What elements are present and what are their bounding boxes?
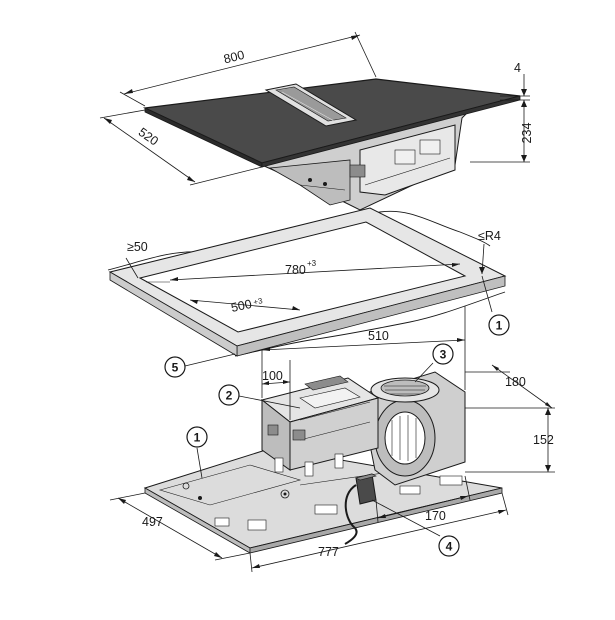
- callout-1-board-label: 1: [194, 431, 201, 445]
- dim-497-label: 497: [142, 515, 163, 529]
- dim-510: 510: [261, 306, 466, 398]
- callout-1-frame-label: 1: [496, 319, 503, 333]
- dim-800: 800: [119, 31, 377, 107]
- callout-2-label: 2: [226, 389, 233, 403]
- dim-234-label: 234: [520, 123, 534, 144]
- callout-1-board: 1: [186, 426, 208, 479]
- dim-777: 777: [249, 492, 509, 573]
- dim-780-tol-label: +3: [307, 259, 317, 268]
- dim-777-label: 777: [318, 545, 339, 559]
- dim-radius-label: ≤R4: [478, 229, 501, 243]
- dim-height: 4 234: [470, 61, 534, 163]
- dim-180: 180: [465, 364, 553, 409]
- dim-500-label: 500: [230, 297, 253, 315]
- lower-unit: 510 100 180 152: [109, 306, 555, 573]
- dim-min-edge-label: ≥50: [127, 240, 148, 254]
- control-box: [344, 473, 377, 545]
- callout-5: 5: [164, 353, 236, 378]
- callout-4: 4: [371, 499, 460, 557]
- dim-152-label: 152: [533, 433, 554, 447]
- vent-slot: [264, 83, 358, 127]
- dim-800-label: 800: [222, 48, 246, 67]
- dim-4-label: 4: [514, 61, 521, 75]
- dim-520-label: 520: [136, 125, 161, 148]
- callout-1-frame: 1: [481, 275, 510, 336]
- dim-152: 152: [465, 407, 555, 473]
- callout-5-label: 5: [172, 361, 179, 375]
- callout-3-label: 3: [440, 348, 447, 362]
- motor-block: [260, 375, 380, 477]
- top-unit: 800 520 4 234: [99, 31, 534, 211]
- callout-4-label: 4: [446, 540, 453, 554]
- fan-housing: [359, 371, 466, 486]
- dim-170-label: 170: [425, 509, 446, 523]
- dim-170: 170: [375, 475, 471, 523]
- dim-100: 100: [261, 360, 291, 420]
- cutout-frame: 780 +3 500 +3 ≥50 ≤R4: [107, 207, 507, 357]
- dim-780-label: 780: [285, 263, 306, 277]
- dim-500-tol-label: +3: [253, 296, 264, 307]
- callout-3: 3: [414, 343, 454, 383]
- hob-body: [260, 109, 472, 211]
- dim-180-label: 180: [505, 375, 526, 389]
- dim-100-label: 100: [262, 369, 283, 383]
- dim-497: 497: [109, 492, 251, 561]
- callout-2: 2: [218, 384, 301, 409]
- dim-510-label: 510: [368, 329, 389, 343]
